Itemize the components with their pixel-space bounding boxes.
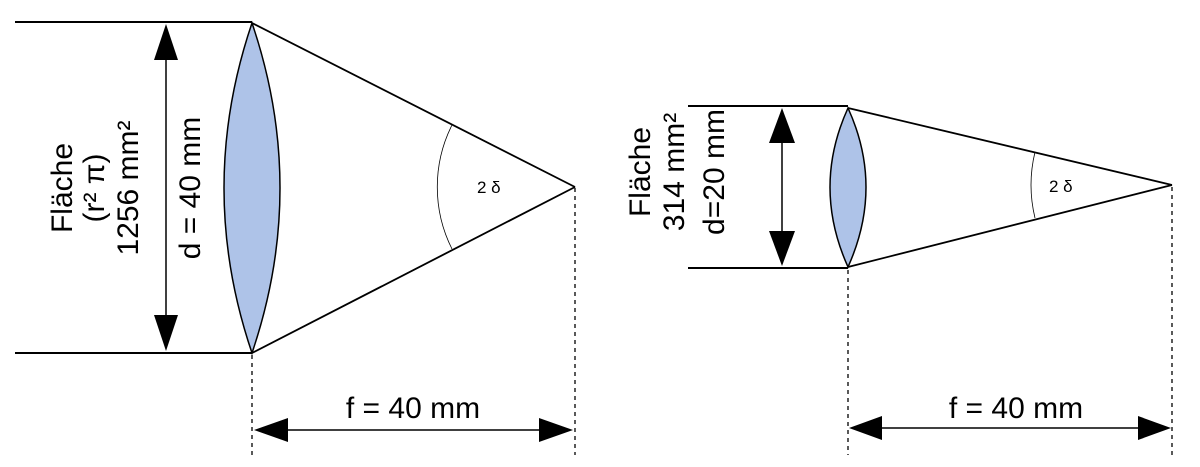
diameter-label: d = 40 mm [174,117,207,260]
right-lens-diagram: 2 δ f = 40 mm Fläche 314 mm² d=20 mm [624,105,1173,455]
ray-top [251,22,576,188]
focal-length-label: f = 40 mm [949,392,1083,425]
left-lens-diagram: 2 δ f = 40 mm Fläche (r² π) 1256 mm² d =… [15,20,576,455]
area-formula: (r² π) [78,154,111,223]
diameter-label: d=20 mm [698,109,731,235]
diameter-arrow [769,108,795,266]
angle-arc [436,124,453,250]
area-label: Fläche [46,143,79,233]
diameter-arrow [154,24,178,351]
angle-label: 2 δ [477,178,501,197]
focal-length-arrow [254,418,573,442]
ray-bottom [847,184,1173,268]
lens-large [223,20,281,356]
ray-bottom [251,186,576,354]
area-value: 1256 mm² [112,120,145,255]
area-label: Fläche [624,127,657,217]
angle-arc [1030,151,1036,219]
focal-length-label: f = 40 mm [346,392,480,425]
area-value: 314 mm² [658,113,691,231]
angle-label: 2 δ [1049,177,1073,196]
ray-top [847,107,1173,186]
lens-small [829,106,867,269]
focal-length-arrow [849,416,1171,440]
